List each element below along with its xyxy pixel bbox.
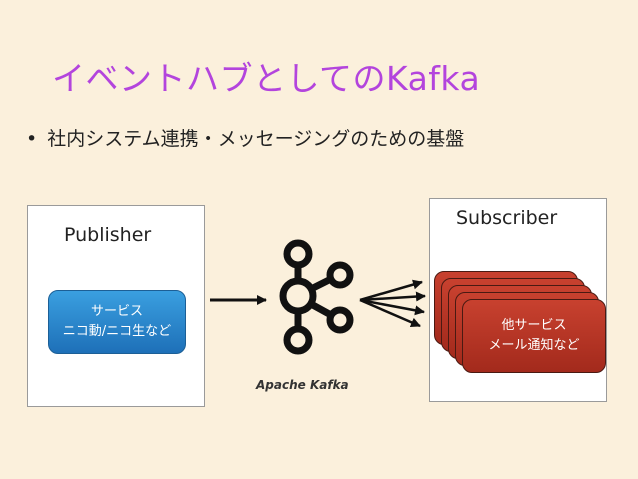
publisher-panel: Publisher サービス ニコ動/ニコ生など bbox=[27, 205, 205, 407]
subscribe-arrows bbox=[359, 279, 426, 328]
publisher-service-line1: サービス bbox=[90, 304, 143, 319]
kafka-label: Apache Kafka bbox=[256, 378, 349, 392]
subscriber-service-line1: 他サービス bbox=[501, 318, 567, 333]
subscriber-panel: Subscriber 他サービス メール通知など bbox=[429, 198, 607, 402]
bullet-item: • 社内システム連携・メッセージングのための基盤 bbox=[26, 124, 464, 151]
subscriber-service-box: 他サービス メール通知など bbox=[462, 299, 606, 373]
publisher-label: Publisher bbox=[64, 224, 152, 246]
publisher-service-line2: ニコ動/ニコ生など bbox=[62, 324, 172, 339]
subscriber-service-line2: メール通知など bbox=[488, 338, 580, 353]
kafka-logo-icon bbox=[279, 239, 354, 355]
bullet-dot: • bbox=[26, 128, 38, 150]
bullet-text: 社内システム連携・メッセージングのための基盤 bbox=[47, 128, 465, 150]
subscriber-label: Subscriber bbox=[456, 207, 558, 229]
slide-title: イベントハブとしてのKafka bbox=[52, 59, 481, 98]
publisher-service-box: サービス ニコ動/ニコ生など bbox=[48, 290, 186, 354]
